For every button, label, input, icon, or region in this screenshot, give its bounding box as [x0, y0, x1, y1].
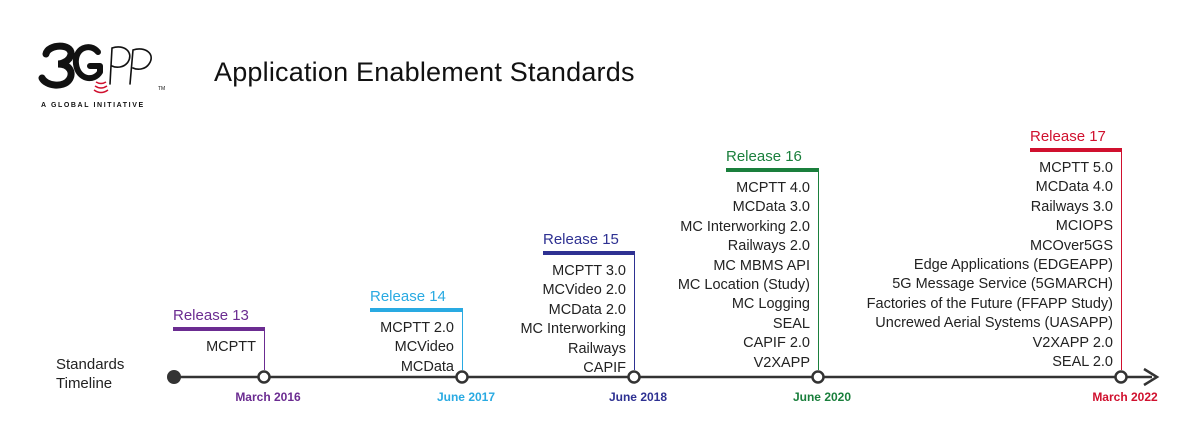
timeline-label-line1: Standards — [56, 356, 125, 373]
release-bar — [173, 327, 265, 331]
release-item: MCPTT 4.0 — [736, 180, 810, 196]
release-item: Edge Applications (EDGEAPP) — [913, 257, 1113, 274]
release-title: Release 15 — [543, 231, 619, 248]
release-connector — [462, 312, 463, 370]
svg-text:TM: TM — [158, 86, 165, 92]
release-block: Release 15 — [543, 231, 635, 255]
release-bar — [543, 251, 635, 255]
release-item: CAPIF — [583, 360, 626, 377]
release-item: MCData 4.0 — [1035, 179, 1113, 196]
release-item: MC MBMS API — [713, 257, 810, 274]
3gpp-logo-mark: TM — [38, 42, 165, 94]
release-item: Railways 2.0 — [727, 238, 810, 255]
release-bar — [726, 168, 819, 172]
release-item: MCPTT — [206, 339, 256, 355]
3gpp-logo: TM A GLOBAL INITIATIVE — [38, 40, 168, 115]
release-items: MCPTT — [206, 338, 256, 357]
release-item: MCData 2.0 — [548, 301, 626, 318]
release-item: MC Logging — [731, 296, 810, 313]
release-title: Release 16 — [726, 148, 802, 165]
milestone-marker — [257, 370, 271, 384]
release-connector — [634, 255, 635, 370]
release-date: June 2017 — [436, 390, 496, 404]
release-block: Release 14 — [370, 288, 463, 312]
logo-tagline: A GLOBAL INITIATIVE — [41, 102, 145, 109]
release-item: SEAL 2.0 — [1052, 354, 1113, 371]
release-title: Release 13 — [173, 307, 249, 324]
timeline-label-line2: Timeline — [56, 375, 113, 392]
release-item: SEAL — [772, 315, 810, 332]
release-bar — [370, 308, 463, 312]
release-item: MCVideo 2.0 — [542, 282, 626, 299]
release-item: MCData 3.0 — [732, 199, 810, 216]
release-item: MCPTT 3.0 — [552, 263, 626, 279]
release-bar — [1030, 148, 1122, 152]
release-title: Release 14 — [370, 288, 446, 305]
release-title: Release 17 — [1030, 128, 1106, 145]
release-item: CAPIF 2.0 — [743, 335, 810, 352]
page-title: Application Enablement Standards — [214, 57, 635, 87]
release-item: MC Location (Study) — [677, 277, 810, 294]
release-item: MC Interworking 2.0 — [680, 218, 810, 235]
release-date: March 2022 — [1092, 390, 1158, 404]
release-connector — [264, 331, 265, 370]
release-block: Release 16 — [726, 148, 819, 172]
timeline-start-dot — [167, 370, 181, 384]
release-item: Factories of the Future (FFAPP Study) — [866, 295, 1113, 312]
release-item: 5G Message Service (5GMARCH) — [892, 276, 1113, 293]
timeline-arrowhead — [1143, 367, 1160, 387]
release-item: MCData — [400, 358, 454, 375]
release-item: Railways — [567, 340, 626, 357]
milestone-marker — [811, 370, 825, 384]
release-block: Release 17 — [1030, 128, 1122, 152]
milestone-marker — [627, 370, 641, 384]
release-item: V2XAPP — [753, 354, 810, 371]
release-item: MCPTT 5.0 — [1039, 160, 1113, 176]
milestone-marker — [1114, 370, 1128, 384]
release-item: MC Interworking — [520, 321, 626, 338]
release-date: June 2018 — [608, 390, 668, 404]
milestone-markers — [257, 370, 1128, 384]
release-item: MCOver5GS — [1030, 237, 1113, 254]
release-connector — [1121, 152, 1122, 370]
release-connector — [818, 172, 819, 370]
milestone-marker — [455, 370, 469, 384]
release-item: Uncrewed Aerial Systems (UASAPP) — [875, 315, 1113, 332]
release-block: Release 13 — [173, 307, 265, 331]
release-item: V2XAPP 2.0 — [1032, 334, 1113, 351]
release-item: MCPTT 2.0 — [380, 320, 454, 336]
release-date: June 2020 — [792, 390, 852, 404]
release-item: MCVideo — [394, 339, 454, 356]
release-item: Railways 3.0 — [1030, 198, 1113, 215]
release-date: March 2016 — [235, 390, 301, 404]
timeline-label: Standards Timeline — [56, 355, 124, 393]
release-item: MCIOPS — [1055, 218, 1113, 235]
